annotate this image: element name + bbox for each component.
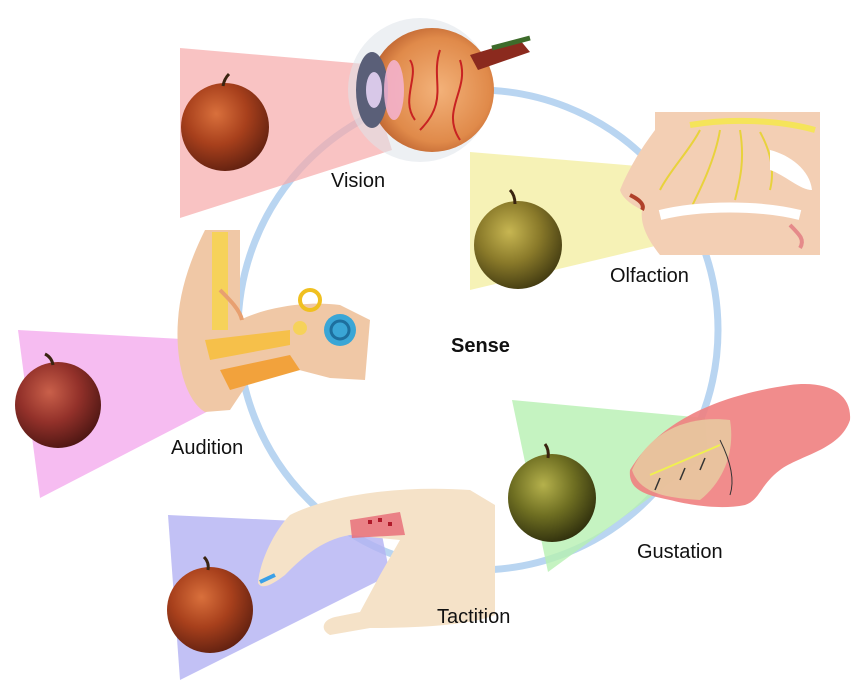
ear-icon xyxy=(177,230,370,412)
tongue-icon xyxy=(630,384,850,507)
tactition-group xyxy=(167,489,495,680)
nose-icon xyxy=(620,112,820,255)
label-tactition: Tactition xyxy=(437,606,510,629)
center-title: Sense xyxy=(451,335,510,358)
label-olfaction: Olfaction xyxy=(610,265,689,288)
label-audition: Audition xyxy=(171,437,243,460)
label-gustation: Gustation xyxy=(637,541,723,564)
olfaction-group xyxy=(470,112,820,290)
label-vision: Vision xyxy=(331,170,385,193)
